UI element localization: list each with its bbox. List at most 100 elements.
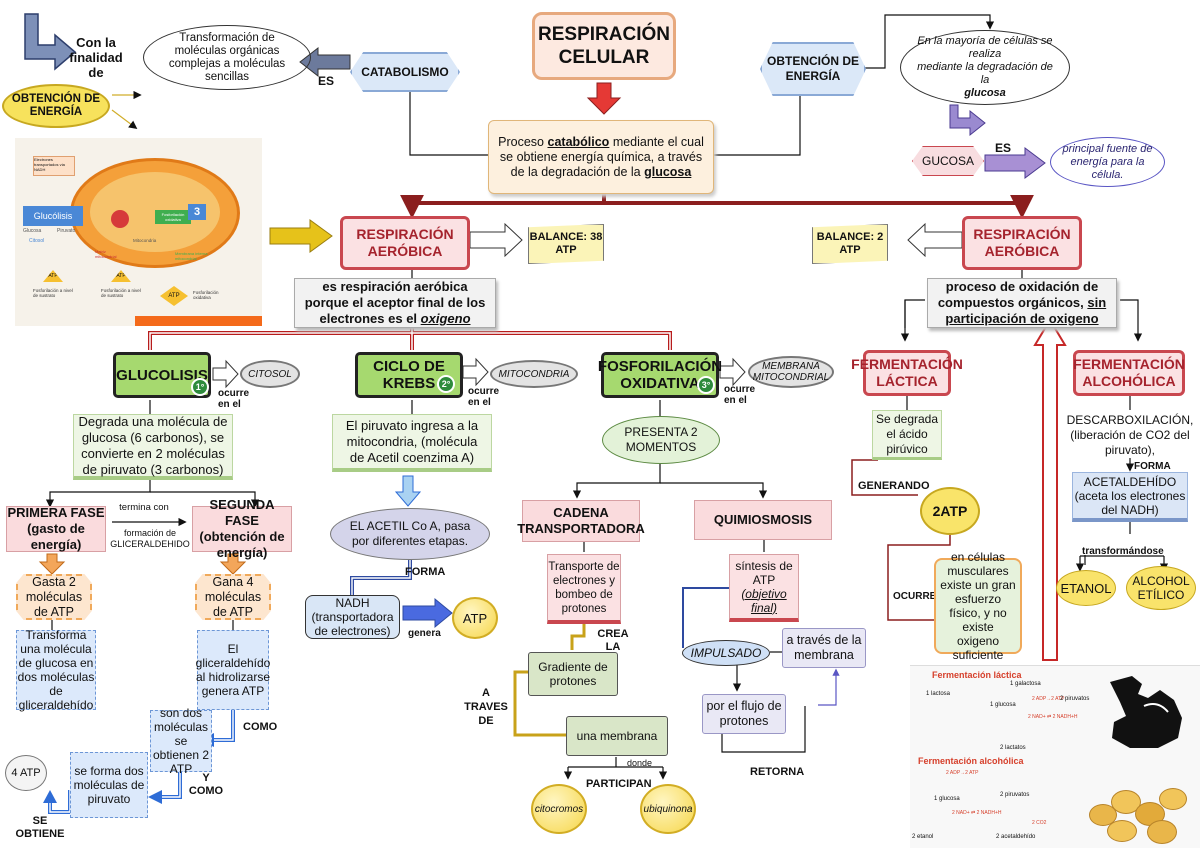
panel-piruvatos-1: 2 piruvatos [1060, 696, 1090, 702]
panel-alcoholica-title: Fermentación alcohólica [918, 756, 1024, 766]
transforma-box: Transforma una molécula de glucosa en do… [16, 628, 96, 712]
panel-nadh-2: 2 NAD+ ⇄ 2 NADH+H [952, 810, 1002, 816]
participan-label: PARTICIPAN [586, 778, 652, 790]
presenta-ellipse: PRESENTA 2 MOMENTOS [602, 416, 720, 464]
termina-label: termina con [119, 502, 169, 513]
a-traves-label: A TRAVES DE [464, 687, 508, 727]
traves-membrana-box: a través de la membrana [782, 628, 866, 668]
citocromos-ball: citocromos [531, 784, 587, 834]
anaerobic-description: proceso de oxidación de compuestos orgán… [927, 278, 1117, 328]
fosforilacion-label: Fosforilación oxidativa [155, 210, 191, 224]
quimiosmosis-box: QUIMIOSMOSIS [694, 500, 832, 540]
y-como-label: Y COMO [188, 772, 224, 797]
donde-label: donde [627, 758, 653, 768]
como-label: COMO [243, 721, 278, 733]
proceso-box: Proceso catabólico mediante el cual se o… [488, 120, 714, 194]
son-dos-box: son dos moléculas se obtienen 2 ATP [150, 706, 212, 776]
ocurre-label-lactica: OCURRE [893, 591, 937, 602]
cadena-box: CADENA TRANSPORTADORA [517, 500, 645, 542]
glucolisis-label: Glucólisis [23, 206, 83, 226]
panel-galactosa: 1 galactosa [1010, 681, 1041, 687]
gana-atp-box: Gana 4 moléculas de ATP [195, 574, 271, 620]
transporte-box: Transporte de electrones y bombeo de pro… [547, 554, 621, 624]
title-line-2: CELULAR [558, 47, 650, 68]
gasta-atp-box: Gasta 2 moléculas de ATP [16, 574, 92, 620]
glucosa-hex: GUCOSA [912, 146, 984, 176]
title-line-1: RESPIRACIÓN [538, 24, 670, 45]
impulsado-ellipse: IMPULSADO [682, 640, 770, 666]
forma-label: FORMA [405, 566, 446, 578]
mitocondria-label: Mitocondria [133, 238, 157, 243]
ocurre-label-1: ocurre en el [218, 388, 250, 410]
ubiquinona-ball: ubiquinona [640, 784, 696, 834]
panel-nadh-1: 2 NAD+ ⇄ 2 NADH+H [1028, 714, 1078, 720]
panel-lactica-title: Fermentación láctica [932, 670, 1022, 680]
transformandose-label: transformándose [1082, 546, 1164, 557]
membrana-cloud: MEMBRANA MITOCONDRIAL [748, 356, 834, 388]
lactica-atp-cloud: 2ATP [920, 487, 980, 535]
krebs-cycle-icon [111, 210, 129, 228]
acetil-cloud: EL ACETIL Co A, pasa por diferentes etap… [330, 508, 490, 560]
celulas-box: en células musculares existe un gran esf… [934, 550, 1022, 662]
piruvato-label: Piruvato [57, 228, 76, 234]
step-three-badge: 3 [188, 204, 206, 220]
krebs-atp-ball: ATP [452, 597, 498, 639]
anaerobic-balance: BALANCE: 2 ATP [812, 224, 888, 264]
cuatro-atp-badge: 4 ATP [5, 755, 47, 791]
step-number-3: 3° [697, 376, 715, 394]
catabolismo-box: CATABOLISMO [350, 52, 460, 92]
forma-label-alcoholica: FORMA [1134, 461, 1171, 472]
yeast-image [1085, 784, 1195, 846]
primera-fase-box: PRIMERA FASE (gasto de energía) [6, 505, 106, 552]
atp-icon-3: ATP [160, 286, 188, 306]
generando-label: GENERANDO [858, 480, 930, 492]
step-number-2: 2° [437, 375, 455, 393]
obtencion-energia-cloud: OBTENCIÓN DE ENERGÍA [2, 84, 110, 128]
ocurre-label-2: ocurre en el [468, 386, 500, 408]
panel-atp-1: 2 ADP→2 ATP [1032, 696, 1065, 702]
lactica-title-box: FERMENTACIÓN LÁCTICA [851, 350, 963, 396]
aerobic-balance: BALANCE: 38 ATP [528, 224, 604, 264]
principal-ellipse: principal fuente de energía para la célu… [1050, 137, 1165, 187]
panel-piruvatos-2: 2 piruvatos [1000, 792, 1030, 798]
alcoholica-title-box: FERMENTACIÓN ALCOHÓLICA [1073, 350, 1185, 396]
citosol-label: Citosol [29, 238, 45, 244]
panel-etanol: 2 etanol [912, 834, 934, 840]
flujo-box: por el flujo de protones [702, 694, 786, 734]
formacion-label: formación de GLICERALDEHIDO [110, 528, 190, 549]
membrana-label: Membrana interna mitocondrial [175, 251, 208, 261]
ocurre-label-3: ocurre en el [724, 384, 756, 406]
se-obtiene-label: SE OBTIENE [15, 815, 65, 840]
page-title: RESPIRACIÓN CELULAR [532, 12, 676, 80]
aerobic-description: es respiración aeróbica porque el acepto… [294, 278, 496, 328]
anaerobic-title-box: RESPIRACIÓN AERÓBICA [962, 216, 1082, 270]
retorna-label: RETORNA [750, 766, 805, 778]
atp-icon-1: ATP [43, 270, 63, 282]
mitochondria-image: Electrones transportados vía NADH Glucól… [15, 138, 262, 326]
membrana-box: una membrana [566, 716, 668, 756]
alcohol-ellipse: ALCOHOL ETÍLICO [1126, 566, 1196, 610]
genera-label: genera [408, 628, 441, 639]
es-label: ES [318, 74, 335, 88]
sintesis-box: síntesis de ATP (objetivo final) [729, 554, 799, 622]
panel-lactosa: 1 lactosa [926, 691, 951, 697]
panel-glucosa-2: 1 glucosa [934, 796, 960, 802]
krebs-description: El piruvato ingresa a la mitocondria, (m… [332, 414, 492, 472]
electrons-label: Electrones transportados vía NADH [33, 156, 75, 176]
panel-atp-2: 2 ADP→2 ATP [946, 770, 979, 776]
se-forma-box: se forma dos moléculas de piruvato [70, 752, 148, 818]
citosol-cloud: CITOSOL [240, 360, 300, 388]
sustrato-label-2: Fosforilación a nivel de sustrato [101, 288, 141, 298]
atp-icon-2: ATP [111, 270, 131, 282]
transformacion-ellipse: Transformación de moléculas orgánicas co… [143, 25, 311, 90]
alcoholica-description: DESCARBOXILACIÓN, (liberación de CO2 del… [1066, 412, 1194, 457]
aerobic-title-box: RESPIRACIÓN AERÓBICA [340, 216, 470, 270]
fermentation-panel: Fermentación láctica 1 galactosa 1 lacto… [910, 665, 1200, 848]
muscle-arm-icon [1110, 676, 1182, 748]
crea-label: CREA LA [597, 628, 629, 653]
es2-label: ES [995, 141, 1012, 155]
segunda-fase-box: SEGUNDA FASE (obtención de energía) [192, 497, 292, 560]
orange-band [135, 316, 262, 326]
panel-lactatos: 2 lactatos [1000, 745, 1026, 751]
